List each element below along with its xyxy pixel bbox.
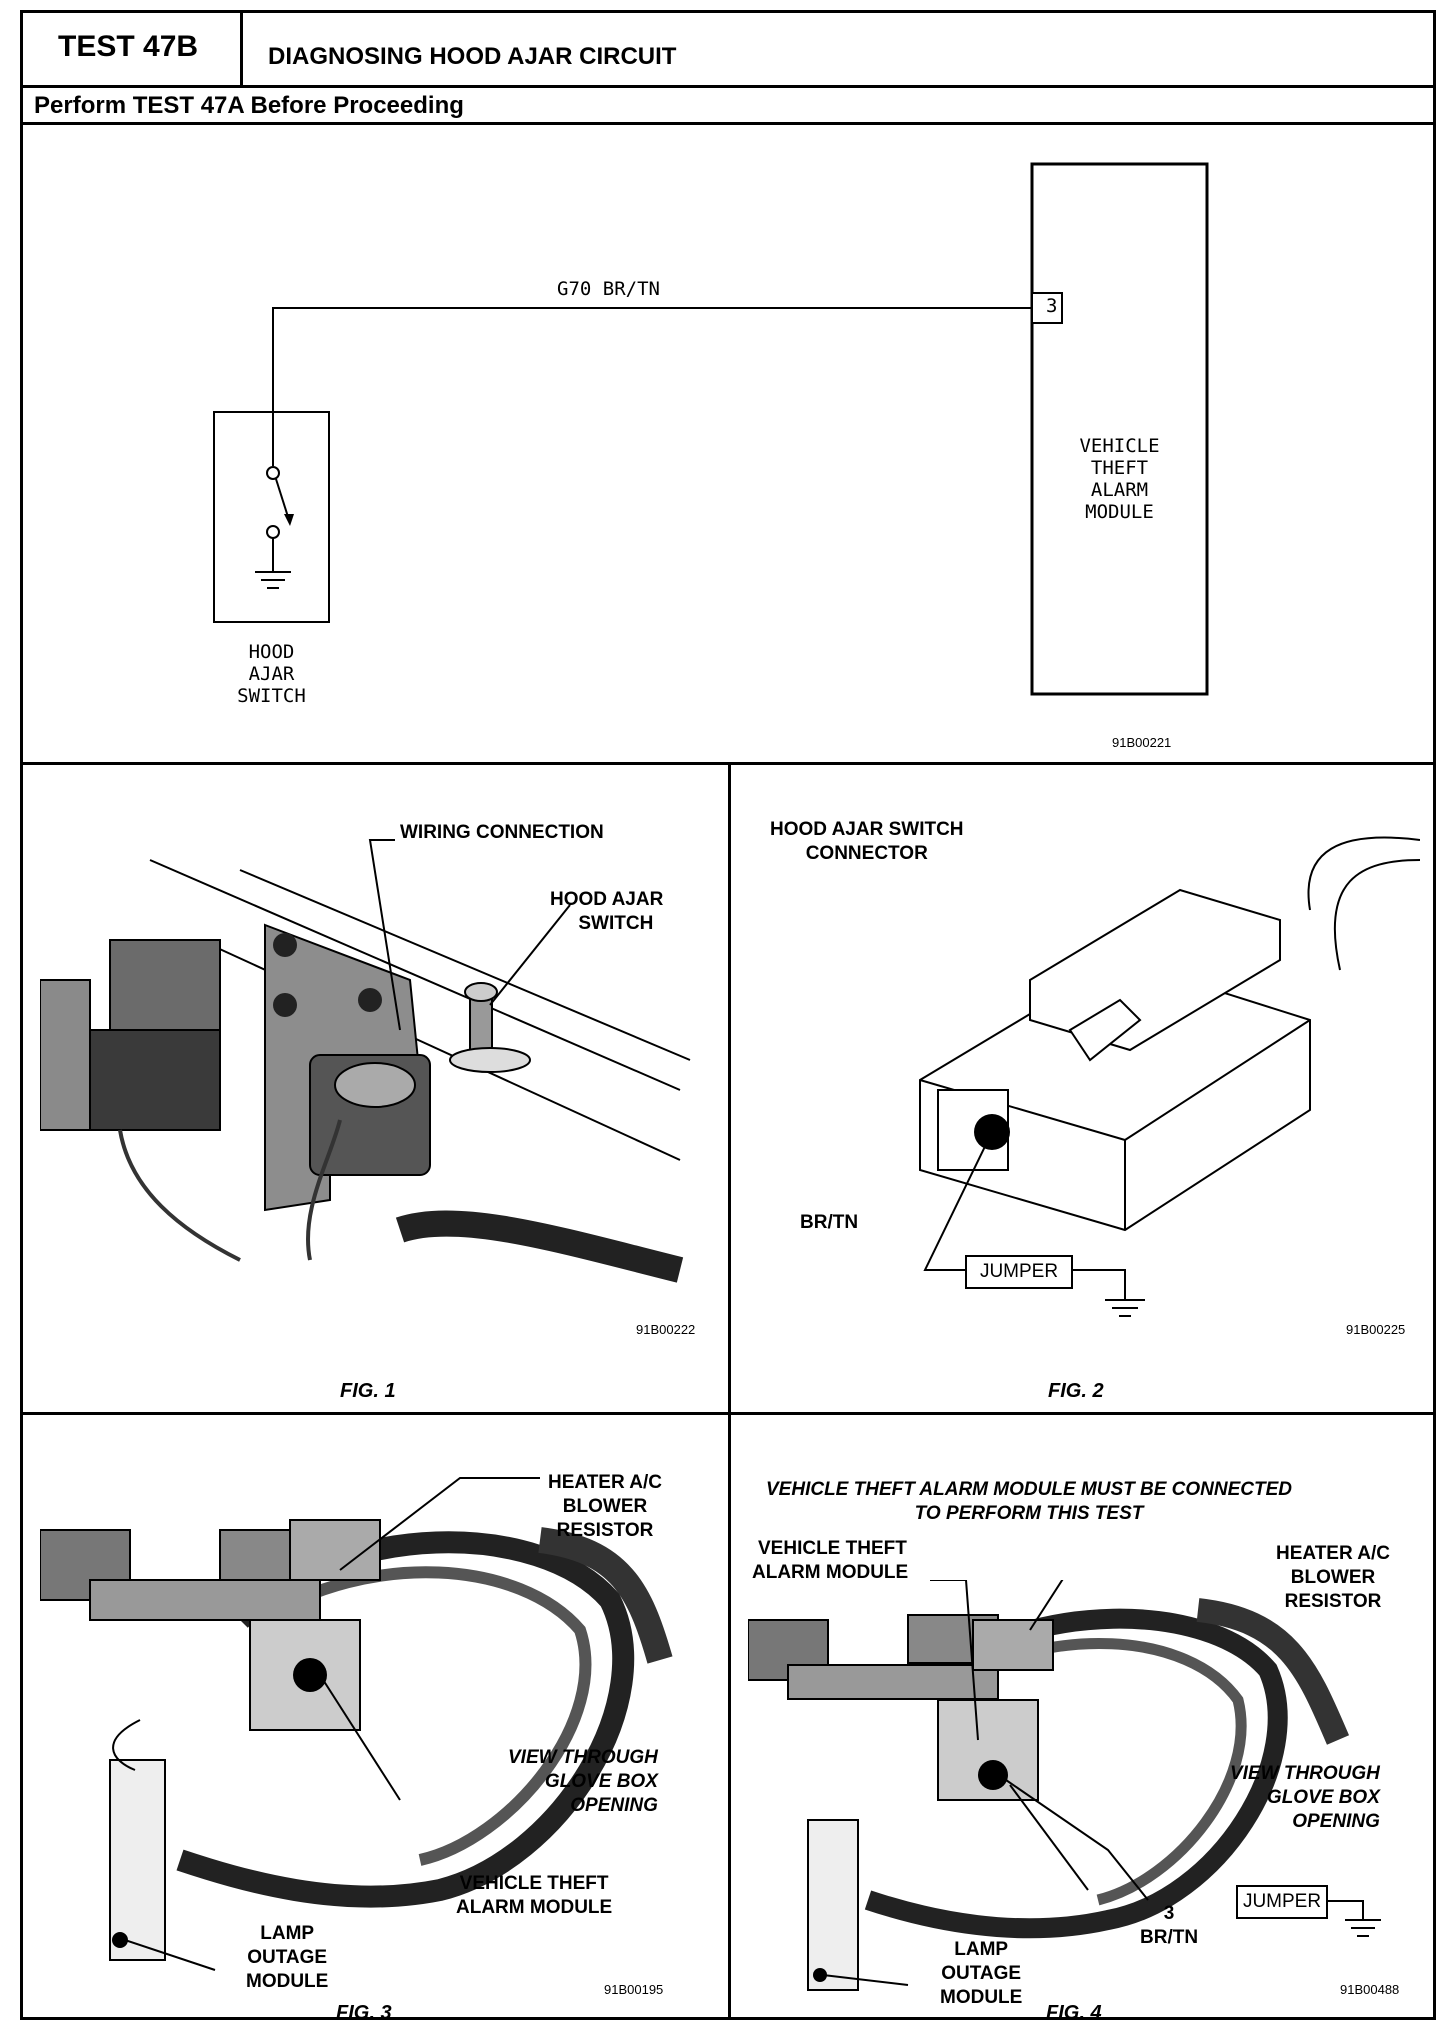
pin-number: 3 [1046,295,1058,317]
wire-label: G70 BR/TN [557,278,660,300]
figure-caption: FIG. 2 [1048,1380,1104,1402]
lamp-outage-module [807,1819,859,1991]
pin-box [1031,292,1063,324]
fig1-illustration [40,839,691,1283]
page-title: DIAGNOSING HOOD AJAR CIRCUIT [268,43,677,70]
fig4-illustration [748,1580,1381,1991]
switch-contact [266,525,280,539]
page-subtitle: Perform TEST 47A Before Proceeding [34,92,464,119]
figure-ref: 91B00488 [1340,1982,1400,1997]
jumper-label: JUMPER [979,1261,1059,1282]
label-hood-ajar-switch: HOOD AJAR SWITCH [550,889,664,934]
label-vtam: VEHICLE THEFT ALARM MODULE [456,1873,613,1918]
relay-base [79,1029,221,1131]
figure-ref: 91B00225 [1346,1322,1406,1337]
test-id: TEST 47B [58,30,199,63]
label-view-through: VIEW THROUGH GLOVE BOX OPENING [1230,1763,1380,1832]
module-box [1030,162,1209,696]
harness [176,1531,635,1908]
fig3-illustration [40,1477,673,1971]
label-wiring-connection: WIRING CONNECTION [400,822,604,843]
wire-color-label: BR/TN [800,1212,859,1233]
jumper-wire [1005,1779,1149,1901]
switch-label: HOOD AJAR SWITCH [237,641,306,707]
jumper-label: JUMPER [1242,1891,1322,1912]
figure-ref: 91B00195 [604,1982,664,1997]
label-pin-wire: 3 BR/TN [1140,1903,1199,1948]
harness [864,1608,1288,1939]
jumper-box [1236,1885,1328,1919]
switch-contact [266,466,280,480]
schematic-diagram [213,162,1209,696]
label-heater-resistor: HEATER A/C BLOWER RESISTOR [548,1472,662,1541]
figure-ref: 91B00221 [1112,735,1172,750]
divider [20,85,1436,88]
label-lamp-outage: LAMP OUTAGE MODULE [940,1939,1023,2008]
module-label: VEHICLE THEFT ALARM MODULE [1079,435,1160,523]
label-heater-resistor: HEATER A/C BLOWER RESISTOR [1276,1543,1390,1612]
divider [240,10,243,88]
cable [1307,836,1420,911]
fig4-note: VEHICLE THEFT ALARM MODULE MUST BE CONNE… [766,1479,1293,1524]
figure-caption: FIG. 3 [336,2002,392,2024]
figure-caption: FIG. 1 [340,1380,396,1402]
switch-plunger [469,994,493,1051]
jumper-box [965,1255,1073,1289]
switch-arm [275,478,290,521]
latch [1029,888,1281,1052]
jumper-wire [923,1131,993,1271]
harness [395,1210,684,1283]
label-lamp-outage: LAMP OUTAGE MODULE [246,1923,329,1992]
switch-arrow [284,514,294,526]
divider [20,122,1436,125]
lamp-outage-module [109,1759,166,1961]
divider [728,762,731,2020]
figure-ref: 91B00222 [636,1322,696,1337]
fig2-connector-illustration [919,836,1420,1317]
wire-g70 [272,307,1032,466]
label-vtam: VEHICLE THEFT ALARM MODULE [752,1538,909,1583]
switch-box [213,411,330,623]
fig2-title: HOOD AJAR SWITCH CONNECTOR [770,819,964,864]
label-view-through: VIEW THROUGH GLOVE BOX OPENING [508,1747,658,1816]
figure-caption: FIG. 4 [1046,2002,1102,2024]
